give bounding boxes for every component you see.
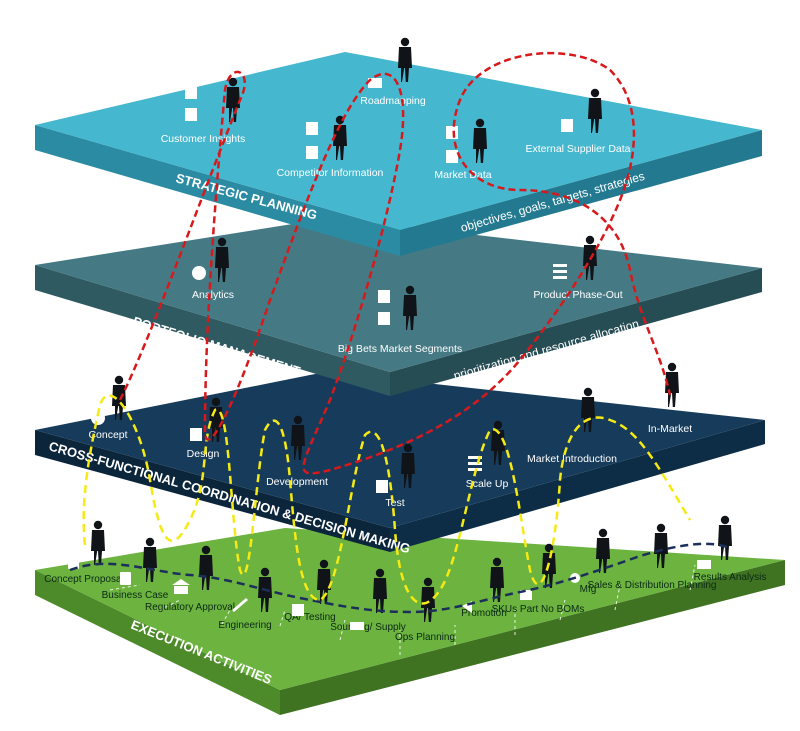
strategic-layer-top [35, 52, 762, 230]
execution-layer: EXECUTION ACTIVITIES Concept Proposal Bu… [35, 515, 785, 715]
portfolio-layer-side-right [390, 268, 762, 396]
sales-distribution-planning-label: Sales & Distribution Planning [588, 580, 717, 591]
analytics-label: Analytics [192, 289, 234, 301]
qa-testing-label: QA/ Testing [284, 612, 336, 623]
ops-planning-label: Ops Planning [395, 632, 455, 643]
in-market-label: In-Market [648, 423, 692, 435]
portfolio-layer: PORTFOLIO MANAGEMENT prioritization and … [35, 218, 762, 396]
building-icon [172, 579, 190, 594]
execution-dividers [109, 564, 696, 655]
money-icon [697, 560, 711, 569]
roadmapping-label: Roadmapping [360, 95, 426, 107]
checklist-icon [292, 604, 304, 616]
spreadsheet-icon [185, 108, 197, 121]
presentation-icon [446, 126, 458, 139]
mfg-label: Mfg [580, 584, 597, 595]
document-icon [68, 556, 79, 569]
competitor-information-label: Competitor Information [277, 167, 384, 179]
test-label: Test [385, 497, 404, 509]
scale-up-label: Scale Up [466, 478, 509, 490]
spreadsheet-icon [306, 122, 318, 135]
promotion-label: Promotion [461, 608, 507, 619]
spreadsheet-icon [185, 86, 197, 99]
market-data-label: Market Data [434, 169, 491, 181]
design-label: Design [187, 448, 220, 460]
person-icon [91, 520, 105, 565]
engineering-label: Engineering [218, 620, 271, 631]
external-supplier-data-label: External Supplier Data [525, 143, 630, 155]
crossfunctional-layer-side-right [390, 420, 765, 552]
cycle-icon [192, 266, 206, 280]
cycle-icon [91, 411, 105, 425]
execution-layer-top [35, 528, 785, 690]
sourcing-supply-label: Sourcing/ Supply [330, 622, 406, 633]
skus-part-no-boms-label: SKUs Part No BOMs [492, 604, 585, 615]
big-bets-label: Big Bets Market Segments [338, 343, 462, 355]
business-case-label: Business Case [102, 590, 169, 601]
coordination-flow-path [82, 394, 692, 605]
crossfunctional-icons [91, 411, 482, 493]
factory-icon [350, 622, 364, 630]
portfolio-icons [192, 264, 567, 325]
market-introduction-label: Market Introduction [527, 453, 617, 465]
strategic-icons [185, 78, 573, 163]
execution-layer-side [35, 570, 280, 715]
strategic-layer: STRATEGIC PLANNING objectives, goals, ta… [35, 37, 762, 256]
list-icon [468, 456, 482, 471]
spreadsheet-icon [190, 428, 202, 441]
strategy-flow-path [118, 51, 672, 475]
results-analysis-label: Results Analysis [694, 572, 767, 583]
person-icon [718, 515, 732, 560]
customer-insights-label: Customer Insights [161, 133, 246, 145]
spreadsheet-icon [376, 480, 388, 493]
spreadsheet-icon [378, 290, 390, 303]
spreadsheet-icon [306, 146, 318, 159]
portfolio-layer-side [35, 265, 390, 396]
execution-layer-side-right [280, 560, 785, 715]
list-icon [553, 264, 567, 279]
concept-proposal-label: Concept Proposal [44, 574, 124, 585]
document-icon [120, 572, 131, 585]
crossfunctional-layer-side [35, 430, 390, 552]
regulatory-approval-label: Regulatory Approval [145, 602, 235, 613]
ruler-icon [232, 598, 248, 612]
product-phase-out-label: Product Phase-Out [533, 289, 622, 301]
bar-chart-icon [368, 78, 382, 88]
spreadsheet-icon [561, 119, 573, 132]
presentation-icon [446, 150, 458, 163]
execution-flow-path [69, 542, 731, 614]
concept-label: Concept [88, 429, 127, 441]
development-label: Development [266, 476, 328, 488]
boxes-icon [520, 590, 532, 600]
strategic-layer-side-right [400, 130, 762, 256]
presentation-icon [378, 312, 390, 325]
